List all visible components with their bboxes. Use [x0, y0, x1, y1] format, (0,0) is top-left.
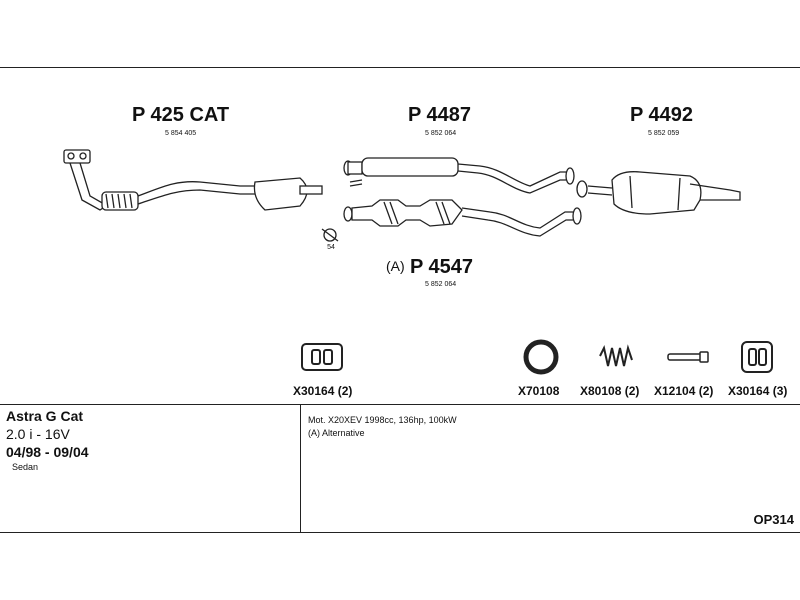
- oem-number-p4547: 5 852 064: [425, 281, 457, 288]
- accessory-label: X30164 (2): [293, 384, 353, 398]
- gasket-reference: 54: [327, 244, 335, 251]
- vehicle-years: 04/98 - 09/04: [6, 444, 89, 460]
- notes: Mot. X20XEV 1998cc, 136hp, 100kW (A) Alt…: [308, 414, 457, 440]
- oem-number-p4492: 5 852 059: [648, 130, 680, 137]
- accessory-label: X80108 (2): [580, 384, 640, 398]
- accessory-label: X70108: [518, 384, 560, 398]
- diagram-code: OP314: [753, 512, 794, 527]
- part-number-p4547: P 4547: [410, 256, 474, 278]
- front-pipe-catalyst-drawing: [63, 149, 339, 242]
- ring-gasket-icon: [523, 339, 559, 375]
- accessory-label: X12104 (2): [654, 384, 714, 398]
- info-divider: [0, 404, 800, 405]
- alternative-middle-section-drawing: [343, 199, 582, 237]
- vehicle-info: Astra G Cat 2.0 i - 16V 04/98 - 09/04 Se…: [6, 408, 89, 472]
- rear-silencer-drawing: [576, 171, 741, 215]
- part-number-p4487: P 4487: [408, 104, 472, 126]
- rubber-hanger-icon: [741, 341, 773, 373]
- alternative-note: (A) Alternative: [308, 428, 365, 438]
- bolt-icon: [667, 351, 709, 363]
- rubber-hanger-icon: [301, 343, 343, 371]
- info-column-divider: [300, 404, 301, 533]
- vehicle-body: Sedan: [12, 462, 39, 472]
- accessory-label: X30164 (3): [728, 384, 788, 398]
- oem-number-p4487: 5 852 064: [425, 130, 457, 137]
- spring-icon: [599, 344, 633, 367]
- engine-note: Mot. X20XEV 1998cc, 136hp, 100kW: [308, 415, 457, 425]
- vehicle-engine: 2.0 i - 16V: [6, 426, 70, 442]
- part-number-p4492: P 4492: [630, 104, 694, 126]
- vehicle-model: Astra G Cat: [6, 408, 84, 424]
- diagram-frame: [0, 67, 800, 533]
- part-number-p425: P 425 CAT: [132, 104, 230, 126]
- oem-number-p425: 5 854 405: [165, 130, 197, 137]
- alternative-marker: (A): [386, 258, 405, 274]
- middle-silencer-drawing: [343, 157, 575, 194]
